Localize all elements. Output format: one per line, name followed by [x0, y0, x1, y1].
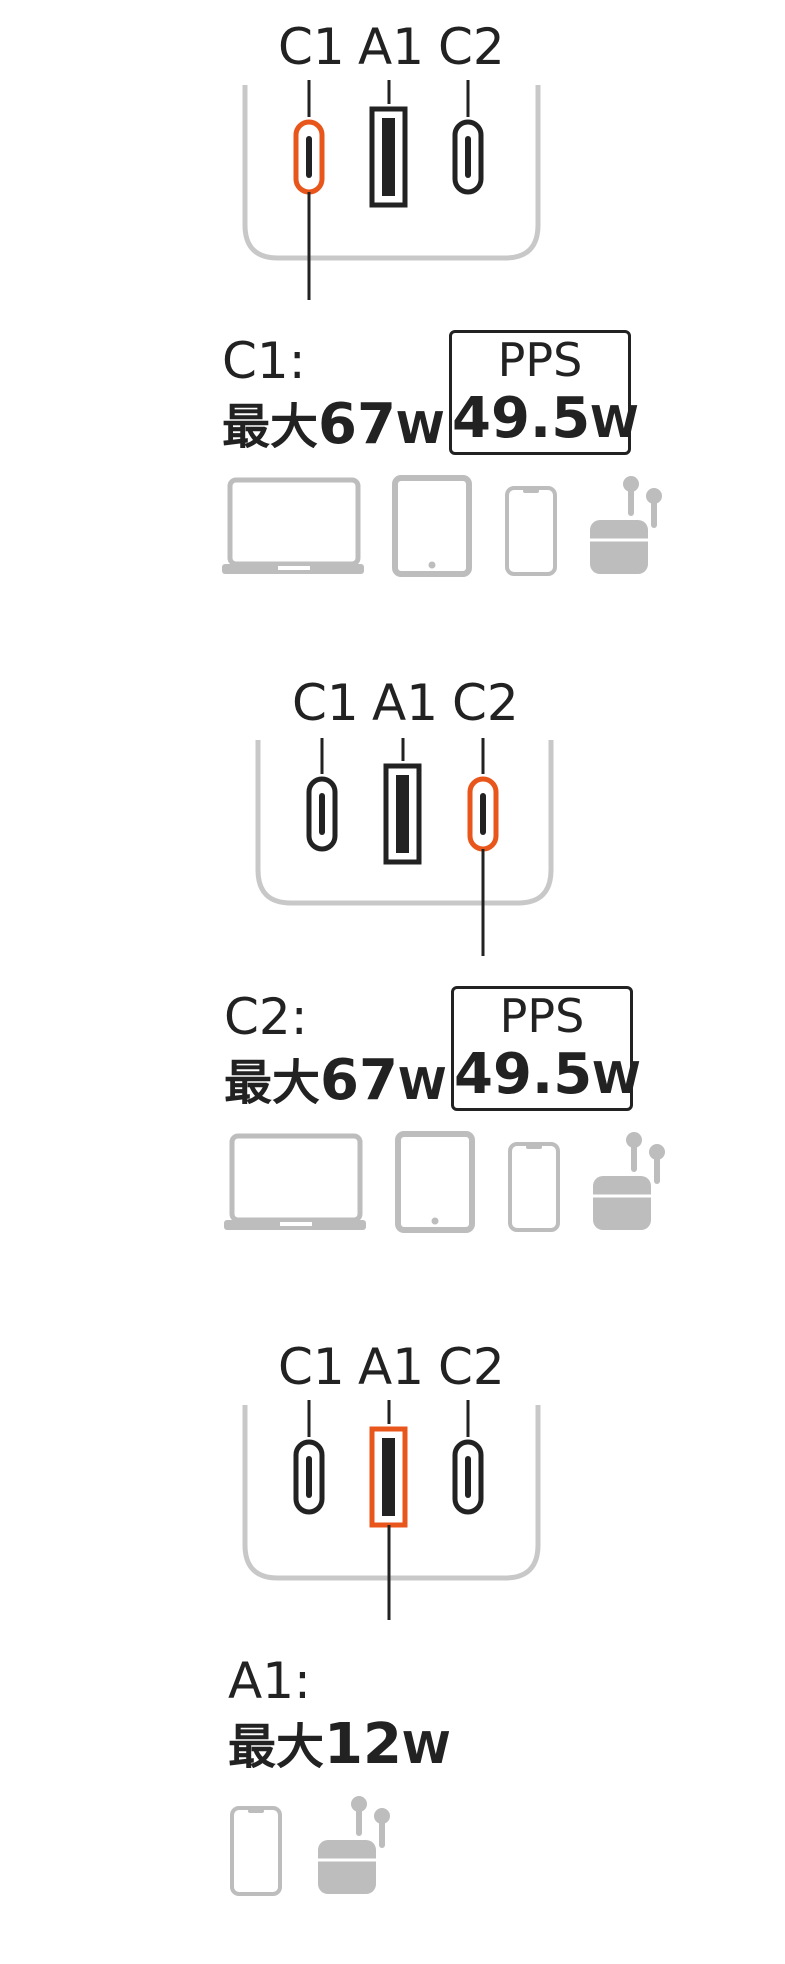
- port-title: A1:: [228, 1652, 311, 1710]
- charger-diagram: [242, 80, 541, 300]
- usb-c-tongue: [465, 1456, 471, 1498]
- usb-c-tongue: [480, 793, 486, 835]
- max-value: 67: [318, 392, 396, 457]
- max-unit: W: [401, 1723, 451, 1774]
- pps-value: 49.5: [452, 386, 591, 451]
- port-label-c1: C1: [292, 674, 359, 732]
- charger-housing: [255, 740, 554, 906]
- device-row: [222, 475, 662, 577]
- usb-a-port-a1: [383, 763, 422, 865]
- tablet-icon: [395, 1131, 475, 1233]
- port-label-a1: A1: [372, 674, 439, 732]
- pps-unit: W: [592, 1053, 641, 1104]
- port-section-c1: C1 A1 C2 C1: 最大67W PPS 49.5W: [0, 0, 785, 620]
- max-unit: W: [397, 1059, 447, 1110]
- max-unit: W: [395, 403, 445, 454]
- laptop-icon: [222, 477, 364, 574]
- phone-icon: [508, 1142, 560, 1232]
- port-label-c2: C2: [438, 1338, 505, 1396]
- pps-value-line: 49.5W: [452, 391, 639, 447]
- pps-value: 49.5: [454, 1042, 593, 1107]
- port-label-c1: C1: [278, 18, 345, 76]
- usb-c-port-c2: [452, 119, 484, 195]
- max-value: 12: [324, 1712, 402, 1777]
- port-title: C2:: [224, 988, 308, 1046]
- usb-a-tongue: [382, 118, 395, 196]
- port-label-a1: A1: [358, 18, 425, 76]
- port-section-c2: C1 A1 C2 C2: 最大67W PPS 49.5W: [0, 660, 785, 1280]
- charger-housing: [242, 85, 541, 261]
- charger-housing: [242, 1405, 541, 1581]
- pps-badge: PPS 49.5W: [449, 330, 639, 455]
- usb-a-tongue: [382, 1438, 395, 1516]
- max-power: 最大67W: [222, 397, 445, 453]
- port-title: C1:: [222, 332, 306, 390]
- usb-c-port-c1: [306, 776, 338, 852]
- usb-c-port-c2: [452, 1439, 484, 1515]
- pps-badge: PPS 49.5W: [451, 986, 641, 1111]
- laptop-icon: [224, 1133, 366, 1230]
- usb-c-tongue: [465, 136, 471, 178]
- tablet-icon: [392, 475, 472, 577]
- phone-icon: [505, 486, 557, 576]
- earbuds-icon: [593, 1132, 665, 1230]
- usb-c-tongue: [306, 1456, 312, 1498]
- phone-icon: [230, 1806, 282, 1896]
- max-prefix: 最大: [222, 399, 319, 455]
- usb-c-port-c1: [293, 1439, 325, 1515]
- port-label-c1: C1: [278, 1338, 345, 1396]
- usb-c-tongue: [306, 136, 312, 178]
- pps-unit: W: [590, 397, 639, 448]
- charger-diagram: [242, 1400, 541, 1620]
- charger-diagram: [255, 738, 554, 956]
- pps-label: PPS: [497, 333, 583, 387]
- port-label-a1: A1: [358, 1338, 425, 1396]
- earbuds-icon: [590, 476, 662, 574]
- port-label-c2: C2: [452, 674, 519, 732]
- max-prefix: 最大: [228, 1719, 325, 1775]
- port-section-a1: C1 A1 C2 A1: 最大12W: [0, 1320, 785, 1964]
- port-label-c2: C2: [438, 18, 505, 76]
- max-prefix: 最大: [224, 1055, 321, 1111]
- pps-label: PPS: [499, 989, 585, 1043]
- usb-c-tongue: [319, 793, 325, 835]
- device-row: [230, 1796, 390, 1896]
- max-power: 最大12W: [228, 1717, 451, 1773]
- usb-a-port-a1: [369, 106, 408, 208]
- device-row: [224, 1131, 665, 1233]
- earbuds-icon: [318, 1796, 390, 1894]
- usb-a-tongue: [396, 775, 409, 853]
- max-power: 最大67W: [224, 1053, 447, 1109]
- max-value: 67: [320, 1048, 398, 1113]
- pps-value-line: 49.5W: [454, 1047, 641, 1103]
